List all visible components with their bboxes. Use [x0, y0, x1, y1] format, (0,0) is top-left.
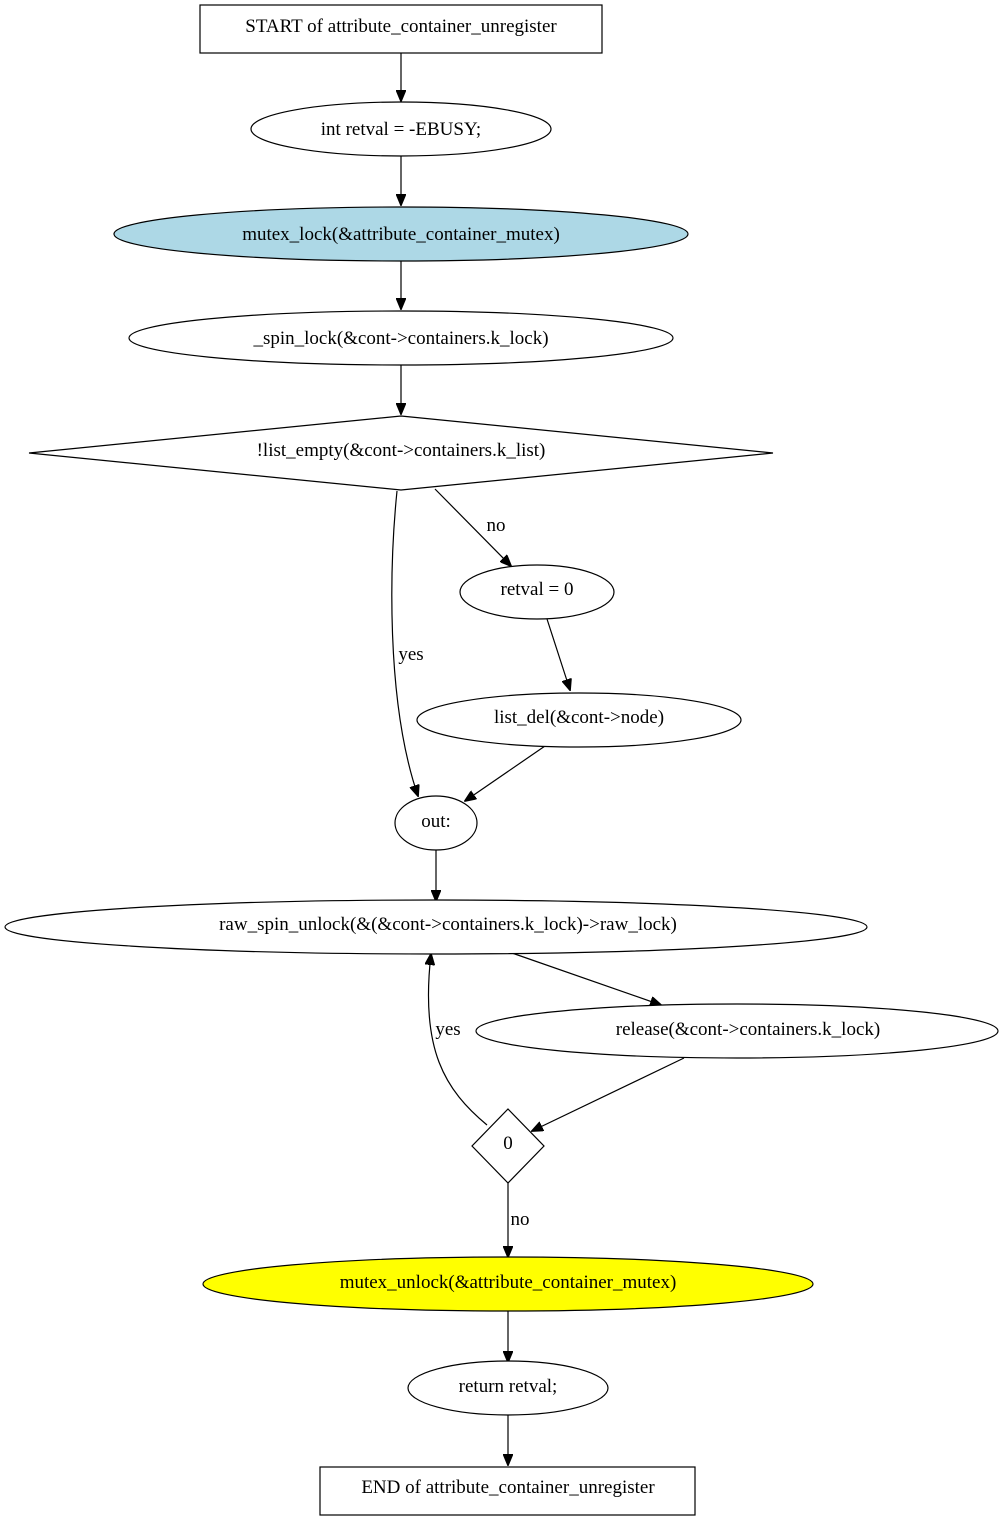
edge-label-list-empty-yes: yes	[398, 644, 423, 665]
list-empty-label: !list_empty(&cont->containers.k_list)	[257, 440, 546, 461]
list-del-ellipse	[416, 692, 742, 748]
node-list-del: list_del(&cont->node)	[416, 692, 742, 748]
edge-retval-zero-to-list-del	[546, 618, 570, 690]
spin-lock-ellipse	[128, 310, 674, 366]
mutex-lock-ellipse	[113, 206, 689, 262]
list-empty-diamond	[28, 415, 774, 491]
mutex-unlock-ellipse	[202, 1256, 814, 1312]
return-retval-ellipse	[407, 1360, 609, 1416]
end-label: END of attribute_container_unregister	[361, 1477, 655, 1498]
node-zero-check: 0	[471, 1108, 545, 1184]
edge-label-list-empty-no: no	[487, 515, 506, 536]
edge-list-empty-no-to-retval-zero	[434, 488, 511, 566]
spin-lock-label: _spin_lock(&cont->containers.k_lock)	[252, 328, 548, 349]
return-retval-label: return retval;	[459, 1376, 558, 1397]
raw-spin-unlock-ellipse	[4, 899, 868, 955]
zero-diamond	[471, 1108, 545, 1184]
edge-label-zero-yes: yes	[435, 1019, 460, 1040]
node-end: END of attribute_container_unregister	[319, 1466, 696, 1516]
mutex-unlock-label: mutex_unlock(&attribute_container_mutex)	[340, 1272, 677, 1293]
node-mutex-lock: mutex_lock(&attribute_container_mutex)	[113, 206, 689, 262]
raw-spin-unlock-label: raw_spin_unlock(&(&cont->containers.k_lo…	[219, 914, 677, 935]
edge-label-zero-no: no	[511, 1209, 530, 1230]
out-ellipse	[394, 795, 478, 851]
list-del-label: list_del(&cont->node)	[494, 707, 664, 728]
edge-labels: no yes yes no	[398, 515, 529, 1230]
retval-init-ellipse	[250, 101, 552, 157]
edges	[391, 53, 685, 1465]
edge-list-empty-yes-to-out	[391, 490, 418, 796]
end-box	[319, 1466, 696, 1516]
node-spin-lock: _spin_lock(&cont->containers.k_lock)	[128, 310, 674, 366]
release-label: release(&cont->containers.k_lock)	[616, 1019, 880, 1040]
out-label: out:	[421, 811, 451, 832]
node-retval-zero: retval = 0	[459, 564, 615, 620]
edge-raw-spin-unlock-to-release	[511, 952, 661, 1005]
release-ellipse	[475, 1003, 999, 1059]
node-retval-init: int retval = -EBUSY;	[250, 101, 552, 157]
retval-zero-label: retval = 0	[501, 579, 574, 600]
start-label: START of attribute_container_unregister	[245, 16, 557, 37]
edge-list-del-to-out	[465, 745, 546, 801]
start-box	[199, 4, 603, 54]
edge-release-to-zero-check	[532, 1057, 685, 1131]
retval-init-label: int retval = -EBUSY;	[321, 119, 481, 140]
node-raw-spin-unlock: raw_spin_unlock(&(&cont->containers.k_lo…	[4, 899, 868, 955]
node-mutex-unlock: mutex_unlock(&attribute_container_mutex)	[202, 1256, 814, 1312]
node-out: out:	[394, 795, 478, 851]
zero-label: 0	[503, 1133, 513, 1154]
node-release: release(&cont->containers.k_lock)	[475, 1003, 999, 1059]
retval-zero-ellipse	[459, 564, 615, 620]
node-return-retval: return retval;	[407, 1360, 609, 1416]
edge-zero-yes-to-raw-spin-unlock	[428, 954, 488, 1126]
node-start: START of attribute_container_unregister	[199, 4, 603, 54]
node-list-empty-check: !list_empty(&cont->containers.k_list)	[28, 415, 774, 491]
mutex-lock-label: mutex_lock(&attribute_container_mutex)	[242, 224, 560, 245]
